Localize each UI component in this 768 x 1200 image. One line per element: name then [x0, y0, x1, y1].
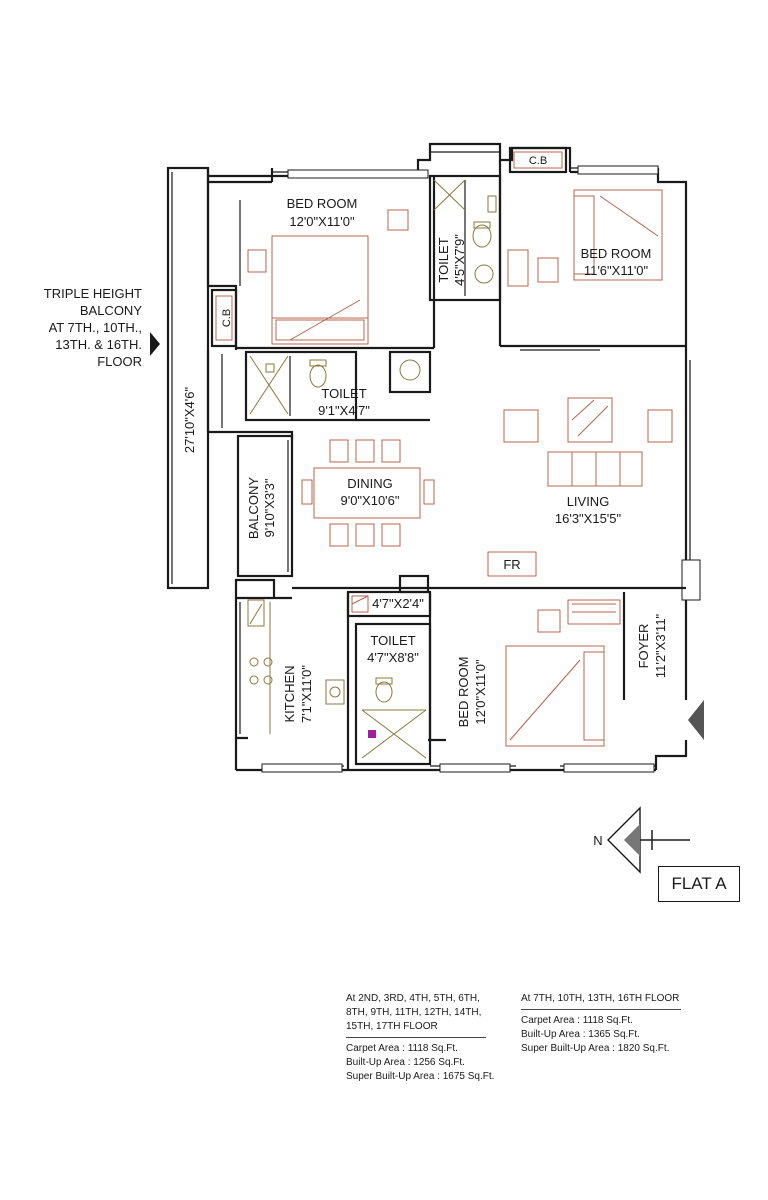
- living-size: 16'3"X15'5": [555, 511, 622, 526]
- balcony-note-line-4: 13TH. & 16TH.: [55, 337, 142, 352]
- dining-size: 9'0"X10'6": [340, 493, 399, 508]
- area-info-group-b: At 7TH, 10TH, 13TH, 16TH FLOOR Carpet Ar…: [521, 992, 701, 1056]
- north-arrow-icon: [607, 806, 690, 874]
- toilet-3-fixtures: [361, 677, 427, 759]
- toilet-2-fixtures: [249, 355, 421, 415]
- triple-balcony-size: 27'10"X4'6": [182, 386, 197, 453]
- foyer-size: 11'2"X3'11": [653, 613, 668, 678]
- balcony-note-line-3: AT 7TH., 10TH.,: [49, 320, 142, 335]
- bed-room-3-size: 12'0"X11'0": [473, 659, 488, 725]
- balcony-note-arrow: [150, 332, 160, 356]
- entrance-marker: [688, 700, 704, 740]
- group-a-floors-line-2: 8TH, 9TH, 11TH, 12TH, 14TH,: [346, 1007, 482, 1018]
- kitchen-fixtures: [247, 599, 345, 734]
- bed-room-1-name: BED ROOM: [287, 196, 358, 211]
- cb-top: [508, 146, 568, 174]
- store-size: 4'7"X2'4": [372, 596, 424, 611]
- foyer-name: FOYER: [636, 624, 651, 669]
- kitchen-name: KITCHEN: [282, 665, 297, 722]
- toilet-1-size: 4'5"X7'9": [452, 234, 467, 286]
- balcony-name: BALCONY: [246, 477, 261, 539]
- group-a-super-built-up-area: Super Built-Up Area : 1675 Sq.Ft.: [346, 1071, 495, 1082]
- kitchen-size: 7'1"X11'0": [299, 665, 314, 723]
- bed-room-3-furniture: [505, 599, 621, 747]
- group-b-built-up-area: Built-Up Area : 1365 Sq.Ft.: [521, 1029, 640, 1040]
- bed-room-2-size: 11'6"X11'0": [584, 263, 649, 278]
- group-a-floors-line-1: At 2ND, 3RD, 4TH, 5TH, 6TH,: [346, 993, 480, 1004]
- toilet-2-size: 9'1"X4'7": [318, 403, 370, 418]
- balcony-note-line-1: TRIPLE HEIGHT: [44, 286, 142, 301]
- toilet-2-name: TOILET: [321, 386, 366, 401]
- cb-left: [215, 295, 233, 341]
- north-label: N: [593, 833, 602, 848]
- toilet-1-fixtures: [433, 179, 497, 284]
- area-info-group-a: At 2ND, 3RD, 4TH, 5TH, 6TH, 8TH, 9TH, 11…: [346, 992, 506, 1084]
- dining-name: DINING: [347, 476, 393, 491]
- group-b-divider: [521, 1009, 681, 1010]
- toilet-3-name: TOILET: [370, 633, 415, 648]
- interior-walls: [236, 160, 686, 770]
- store-fixtures: [351, 595, 369, 613]
- dining-table: [301, 439, 435, 547]
- toilet-3-size: 4'7"X8'8": [367, 650, 419, 665]
- living-furniture: [487, 397, 673, 577]
- group-a-built-up-area: Built-Up Area : 1256 Sq.Ft.: [346, 1057, 465, 1068]
- fridge-label: FR: [503, 557, 520, 572]
- balcony-note-line-5: FLOOR: [97, 354, 142, 369]
- flat-label: FLAT A: [658, 866, 740, 902]
- group-b-carpet-area: Carpet Area : 1118 Sq.Ft.: [521, 1015, 633, 1026]
- toilet-1-name: TOILET: [436, 237, 451, 282]
- group-b-floors-line-1: At 7TH, 10TH, 13TH, 16TH FLOOR: [521, 993, 680, 1004]
- balcony-size: 9'10"X3'3": [262, 478, 277, 537]
- bed-room-2-furniture: [507, 189, 663, 287]
- bed-room-2-name: BED ROOM: [581, 246, 652, 261]
- group-a-carpet-area: Carpet Area : 1118 Sq.Ft.: [346, 1043, 458, 1054]
- windows: [261, 165, 659, 773]
- bed-room-1-furniture: [247, 209, 409, 345]
- group-b-super-built-up-area: Super Built-Up Area : 1820 Sq.Ft.: [521, 1043, 670, 1054]
- triple-height-balcony: [166, 166, 210, 590]
- group-a-floors-line-3: 15TH, 17TH FLOOR: [346, 1021, 438, 1032]
- cb-left-label: C.B: [221, 309, 233, 327]
- group-a-divider: [346, 1037, 486, 1038]
- bed-room-1-size: 12'0"X11'0": [289, 214, 355, 229]
- balcony-note-line-2: BALCONY: [80, 303, 142, 318]
- cb-top-label: C.B: [529, 155, 547, 167]
- bed-room-3-name: BED ROOM: [456, 657, 471, 728]
- living-name: LIVING: [567, 494, 610, 509]
